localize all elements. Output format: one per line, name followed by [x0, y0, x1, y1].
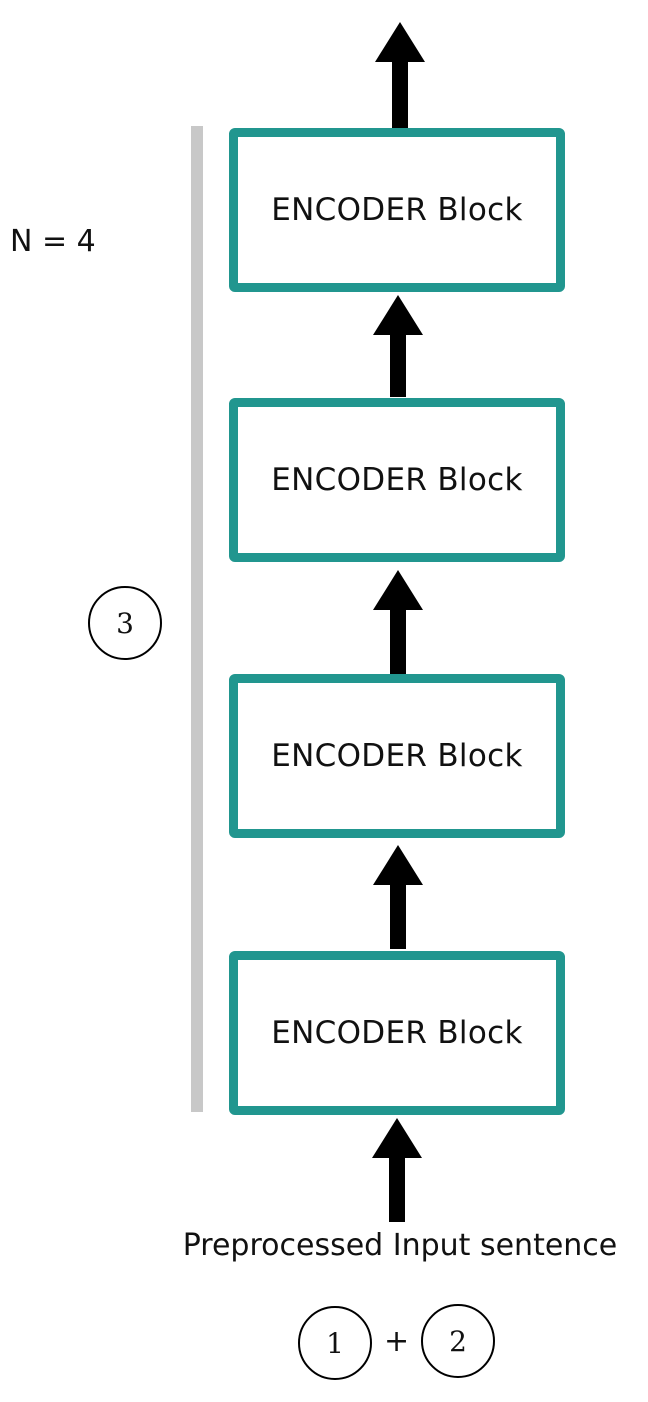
input-sentence-label: Preprocessed Input sentence	[182, 1228, 618, 1263]
arrow-head	[373, 570, 423, 610]
arrow-head	[373, 845, 423, 885]
input-step-number: 2	[449, 1324, 467, 1358]
input-step-marker-2: 2	[421, 1304, 495, 1378]
encoder-block-1: ENCODER Block	[229, 951, 565, 1115]
stack-step-marker: 3	[88, 586, 162, 660]
arrow-head	[373, 295, 423, 335]
encoder-block-2: ENCODER Block	[229, 674, 565, 838]
output-arrow-shaft	[392, 60, 408, 130]
input-step-marker-1: 1	[298, 1306, 372, 1380]
encoder-block-3: ENCODER Block	[229, 398, 565, 562]
encoder-block-4: ENCODER Block	[229, 128, 565, 292]
encoder-block-label: ENCODER Block	[271, 192, 523, 228]
encoder-block-label: ENCODER Block	[271, 1015, 523, 1051]
plus-operator: +	[384, 1324, 410, 1359]
repeat-count-label: N = 4	[10, 224, 96, 259]
arrow-shaft	[390, 883, 406, 949]
input-arrow-head	[372, 1118, 422, 1158]
output-arrow	[375, 22, 425, 130]
arrow-block2-to-block3	[373, 570, 423, 674]
arrow-shaft	[390, 608, 406, 674]
arrow-block3-to-block4	[373, 295, 423, 397]
arrow-shaft	[390, 333, 406, 397]
stack-step-number: 3	[116, 606, 134, 640]
encoder-block-label: ENCODER Block	[271, 462, 523, 498]
input-arrow	[372, 1118, 422, 1222]
stack-bracket-bar	[191, 126, 203, 1112]
input-arrow-shaft	[389, 1156, 405, 1222]
output-arrow-head	[375, 22, 425, 62]
arrow-block1-to-block2	[373, 845, 423, 949]
input-step-number: 1	[326, 1326, 344, 1360]
encoder-block-label: ENCODER Block	[271, 738, 523, 774]
